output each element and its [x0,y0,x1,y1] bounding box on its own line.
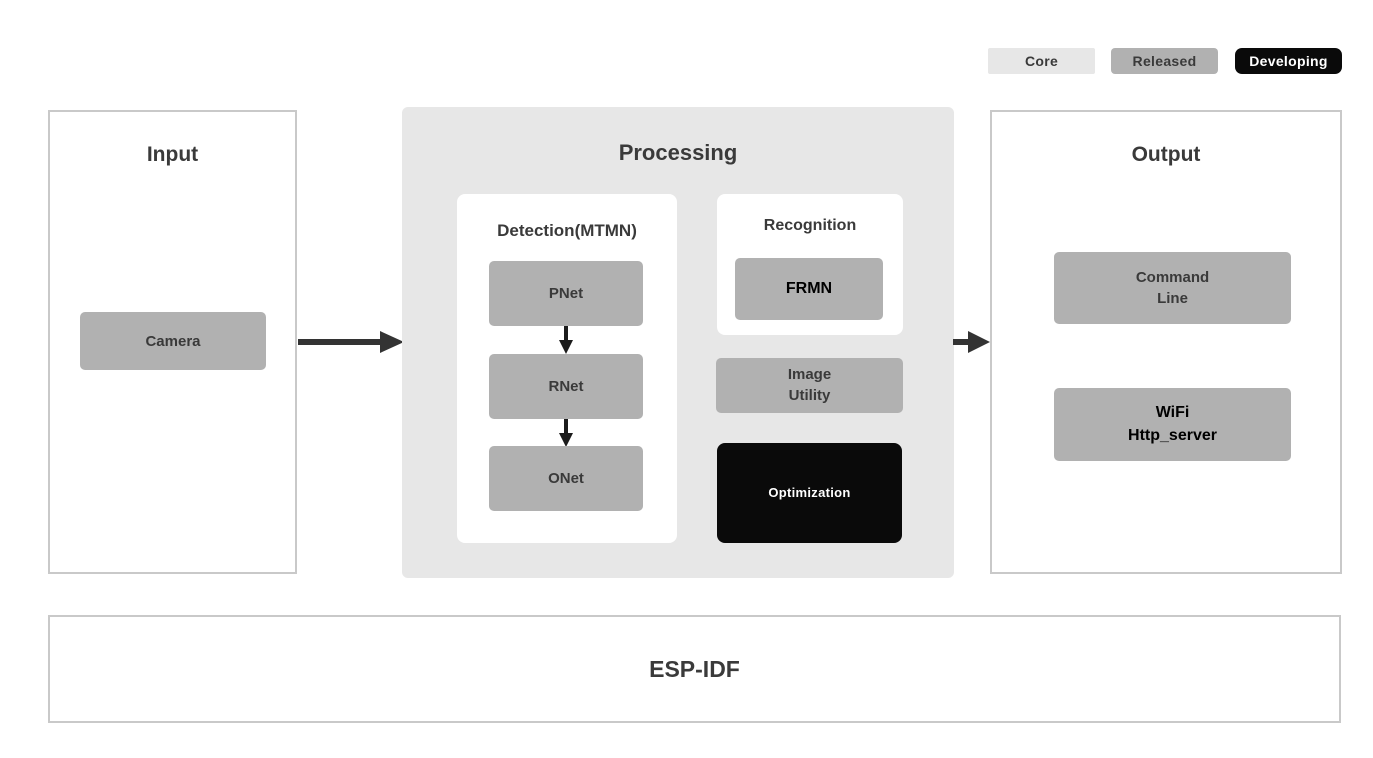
block-command-line: Command Line [1054,252,1291,324]
esp-idf-panel: ESP-IDF [48,615,1341,723]
legend-item-core: Core [988,48,1095,74]
legend-item-developing: Developing [1235,48,1342,74]
block-image-utility-line1: Image [787,366,832,384]
arrow-right-icon [298,331,404,353]
output-panel-title: Output [1131,143,1201,166]
arrow-right-icon [953,331,990,353]
block-image-utility-line2: Utility [788,386,831,404]
block-optimization: Optimization [717,443,902,543]
block-pnet-label: PNet [548,285,584,302]
block-frmn: FRMN [735,258,883,320]
block-camera: Camera [80,312,266,370]
input-panel-title: Input [146,143,199,166]
block-wifi-line1: WiFi [1155,404,1190,422]
esp-idf-title: ESP-IDF [649,655,740,682]
block-command-line-line2: Line [1157,290,1188,307]
block-pnet: PNet [489,261,643,326]
block-rnet: RNet [489,354,643,419]
block-optimization-label: Optimization [768,484,851,500]
block-camera-label: Camera [145,332,201,350]
block-wifi-http-server: WiFi Http_server [1054,388,1291,461]
block-command-line-line1: Command [1135,269,1210,286]
block-wifi-line2: Http_server [1128,426,1217,444]
legend-item-released: Released [1111,48,1218,74]
block-image-utility: Image Utility [716,358,903,413]
block-frmn-label: FRMN [785,279,833,297]
processing-panel-title: Processing [618,140,738,165]
recognition-group-title: Recognition [763,217,857,234]
detection-group-title: Detection(MTMN) [497,221,637,240]
output-panel: Output [990,110,1342,574]
arrow-down-icon [559,326,573,354]
arrow-down-icon [559,419,573,447]
block-onet-label: ONet [548,470,584,487]
block-onet: ONet [489,446,643,511]
block-rnet-label: RNet [548,378,584,395]
